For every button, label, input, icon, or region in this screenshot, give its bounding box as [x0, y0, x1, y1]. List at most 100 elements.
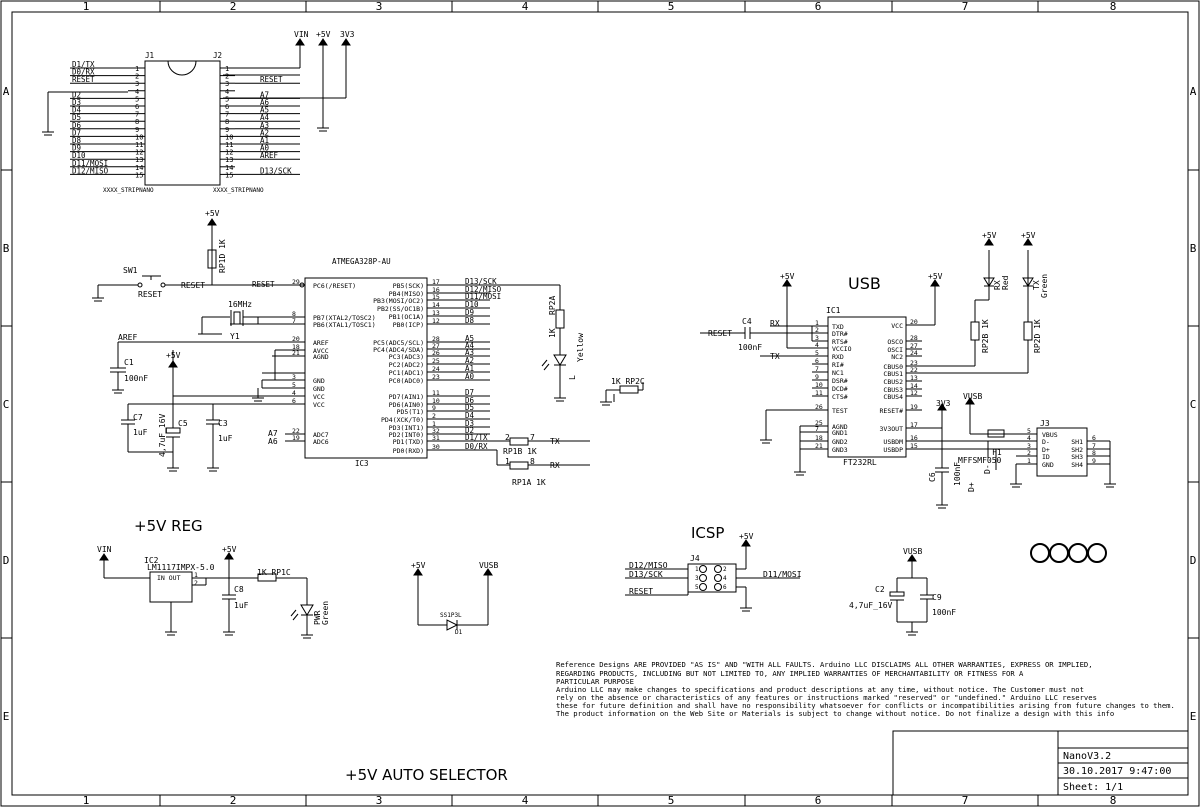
pin-number: 7 [225, 111, 229, 119]
pin-name: PD6(AIN0) [389, 401, 424, 409]
pin-number: 3 [292, 373, 296, 381]
pin-number: 22 [292, 427, 300, 435]
title-block [892, 730, 1189, 796]
pin-number: 12 [225, 149, 233, 157]
pin-number: 11 [432, 389, 440, 397]
pin-number: 3 [1027, 442, 1031, 450]
svg-text:RP2D 1K: RP2D 1K [1033, 319, 1042, 353]
pin-name: OSCO [887, 338, 903, 346]
svg-text:1uF: 1uF [218, 434, 233, 443]
ft232-ic1 [700, 238, 1034, 509]
net-label: A3 [465, 348, 474, 357]
net-label: D3 [72, 98, 81, 107]
pin-number: 2 [815, 326, 819, 334]
svg-text:The product information on the: The product information on the Web Site … [556, 709, 1114, 718]
svg-text:SS1P3L: SS1P3L [440, 612, 462, 619]
pin-name: PC3(ADC3) [389, 353, 424, 361]
pin-name: PB0(ICP) [393, 321, 424, 329]
pin-number: 3 [135, 80, 139, 88]
svg-text:RESET: RESET [252, 280, 275, 289]
pin-number: 6 [1092, 434, 1096, 442]
net-label: A4 [465, 341, 475, 350]
pin-number: 6 [135, 103, 139, 111]
pin-number: 12 [135, 149, 143, 157]
svg-text:1K RP2C: 1K RP2C [611, 377, 645, 386]
pin-number: 14 [432, 301, 440, 309]
svg-text:2: 2 [505, 433, 510, 442]
col-label: 2 [230, 0, 237, 13]
svg-text:C1: C1 [124, 358, 134, 367]
pin-number: 25 [432, 357, 440, 365]
svg-text:1: 1 [194, 571, 198, 579]
svg-text:C8: C8 [234, 585, 244, 594]
pin-number: 1 [815, 319, 819, 327]
disclaimer: Reference Designs ARE PROVIDED "AS IS" A… [556, 660, 1175, 718]
row-label: D [1190, 554, 1197, 567]
net-label: A6 [260, 98, 270, 107]
svg-text:Y1: Y1 [230, 332, 240, 341]
svg-text:ATMEGA328P-AU: ATMEGA328P-AU [332, 257, 391, 266]
svg-text:+5V: +5V [166, 351, 181, 360]
pin-name: DSR# [832, 377, 848, 385]
net-label: D9 [465, 308, 474, 317]
pin-name: VCC [313, 401, 325, 409]
pin-name: PD0(RXD) [393, 447, 424, 455]
header-j1-text: J1 XXXX_STRIPNANO J2 XXXX_STRIPNANO [103, 51, 264, 194]
pin-number: 5 [225, 95, 229, 103]
pin-number: 29 [292, 278, 300, 286]
pin-name: PD3(INT1) [389, 424, 424, 432]
pin-name: PB6(XTAL1/TOSC1) [313, 321, 376, 329]
svg-text:PWR: PWR [313, 610, 322, 625]
svg-text:TX: TX [550, 437, 560, 446]
svg-text:100nF: 100nF [124, 374, 148, 383]
resistors-rp1a-rp1b [427, 437, 590, 470]
pin-name: ID [1042, 453, 1050, 461]
decoupling-text: +5V C7 1uF C5 4,7uF_16V C3 1uF A7 A6 [133, 351, 278, 457]
pin-number: 9 [432, 404, 436, 412]
pin-number: 25 [815, 419, 823, 427]
pin-name: GND1 [832, 429, 848, 437]
svg-text:C4: C4 [742, 317, 752, 326]
net-label: D4 [72, 106, 82, 115]
pin-number: 10 [135, 133, 143, 141]
pin-number: 8 [1092, 449, 1096, 457]
net-label: D11/MOSI [72, 159, 108, 168]
vusb-caps [889, 554, 934, 636]
svg-text:RP2A: RP2A [548, 296, 557, 315]
svg-text:RP2B 1K: RP2B 1K [981, 319, 990, 353]
net-label: D1/TX [72, 60, 95, 69]
pin-number: 15 [910, 442, 918, 450]
svg-text:C5: C5 [178, 419, 188, 428]
auto-selector [413, 568, 493, 631]
pin-name: PB1(OC1A) [389, 313, 424, 321]
pin-name: TEST [832, 407, 848, 415]
pin-number: 7 [1092, 442, 1096, 450]
pin-name: PC1(ADC1) [389, 369, 424, 377]
net-label: A1 [465, 364, 474, 373]
pin-number: 21 [815, 442, 823, 450]
pin-number: 5 [135, 95, 139, 103]
svg-text:IC2: IC2 [144, 556, 159, 565]
pin-number: 1 [135, 65, 139, 73]
pin-name: VCCIO [832, 345, 852, 353]
net-label: A2 [465, 356, 474, 365]
svg-text:D+: D+ [967, 482, 976, 492]
pin-number: 9 [815, 373, 819, 381]
plus5v-label: +5V [316, 30, 331, 39]
col-label: 5 [668, 794, 675, 807]
pin-number: 7 [292, 317, 296, 325]
net-label: D8 [72, 136, 82, 145]
pin-number: 17 [432, 278, 440, 286]
pin-number: 7 [815, 425, 819, 433]
pin-number: 24 [910, 349, 918, 357]
pin-name: CBUS1 [883, 370, 903, 378]
pin-number: 15 [432, 293, 440, 301]
vin-label: VIN [294, 30, 309, 39]
svg-text:+5V: +5V [780, 272, 795, 281]
col-label: 2 [230, 794, 237, 807]
pin-name: PD4(XCK/T0) [381, 416, 424, 424]
svg-text:AREF: AREF [118, 333, 137, 342]
header-j1 [42, 60, 221, 186]
icsp-j4 [625, 539, 800, 612]
